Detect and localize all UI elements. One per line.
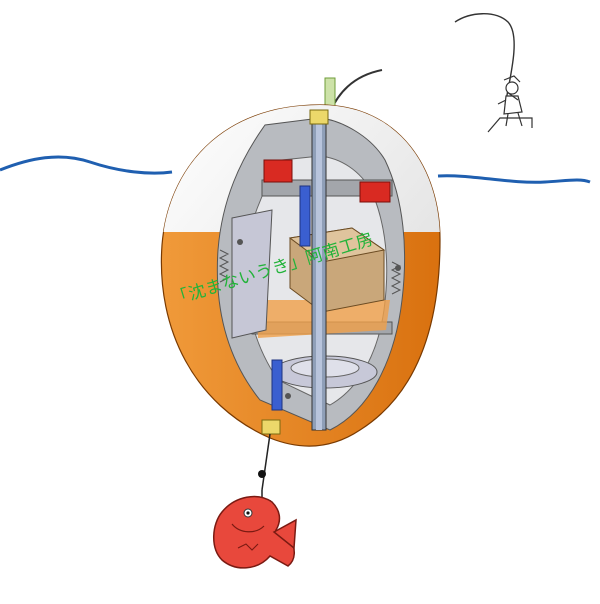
rod-cap-top: [309, 109, 329, 125]
central-rod: [261, 109, 329, 435]
angler-icon: [454, 13, 533, 133]
sinker-icon: [258, 470, 266, 478]
water-line-left: [0, 155, 173, 175]
rod-blue-lower: [271, 359, 283, 411]
water-line-right: [437, 174, 591, 184]
thread-left: [218, 249, 230, 283]
fishing-line: [258, 433, 271, 507]
fish-icon: [213, 495, 297, 569]
red-weight-left: [263, 159, 293, 183]
red-weight-right: [359, 181, 391, 203]
rod-blue-upper: [299, 185, 311, 247]
rod-cap-bottom: [261, 419, 281, 435]
fishing-rod-icon: [454, 13, 515, 106]
